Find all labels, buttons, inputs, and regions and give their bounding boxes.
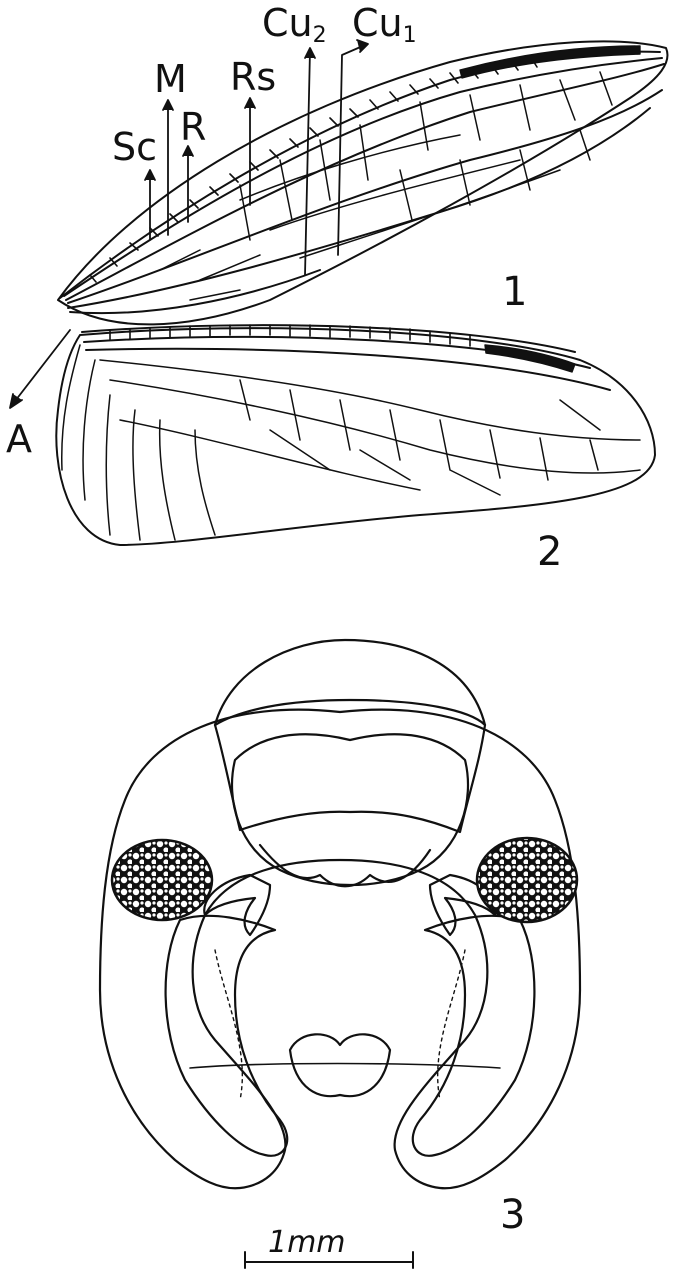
label-cu2-base: Cu	[262, 1, 313, 45]
clypeus	[232, 734, 468, 885]
figure-number-3: 3	[500, 1192, 525, 1238]
figure-number-2: 2	[537, 529, 562, 575]
antennal-socket-left	[204, 875, 270, 935]
mandible-left	[166, 916, 288, 1156]
label-cu2: Cu2	[262, 1, 327, 48]
label-sc: Sc	[112, 125, 157, 169]
label-cu1-sub: 1	[403, 23, 417, 48]
figure-number-1: 1	[502, 269, 527, 315]
head-outer-outline	[100, 710, 580, 1189]
label-m: M	[154, 57, 187, 101]
compound-eye-left	[112, 840, 212, 920]
scale-bar-label: 1mm	[268, 1225, 346, 1260]
labrum	[290, 1034, 390, 1096]
label-cu1-base: Cu	[352, 1, 403, 45]
forewing-anal-vein	[70, 270, 320, 313]
label-r: R	[180, 105, 206, 149]
dotted-suture-right	[438, 950, 465, 1100]
pointer-cu2	[305, 50, 310, 275]
label-rs: Rs	[230, 55, 276, 99]
forewing-media-vein	[68, 90, 662, 303]
hindwing	[56, 325, 655, 545]
label-a: A	[6, 417, 32, 461]
pointer-cu1	[338, 45, 365, 255]
label-cu2-sub: 2	[313, 23, 327, 48]
label-cu1: Cu1	[352, 1, 417, 48]
pointer-a	[12, 330, 70, 405]
hindwing-cells	[62, 345, 640, 540]
compound-eye-right	[477, 838, 577, 922]
mandible-right	[413, 916, 535, 1156]
